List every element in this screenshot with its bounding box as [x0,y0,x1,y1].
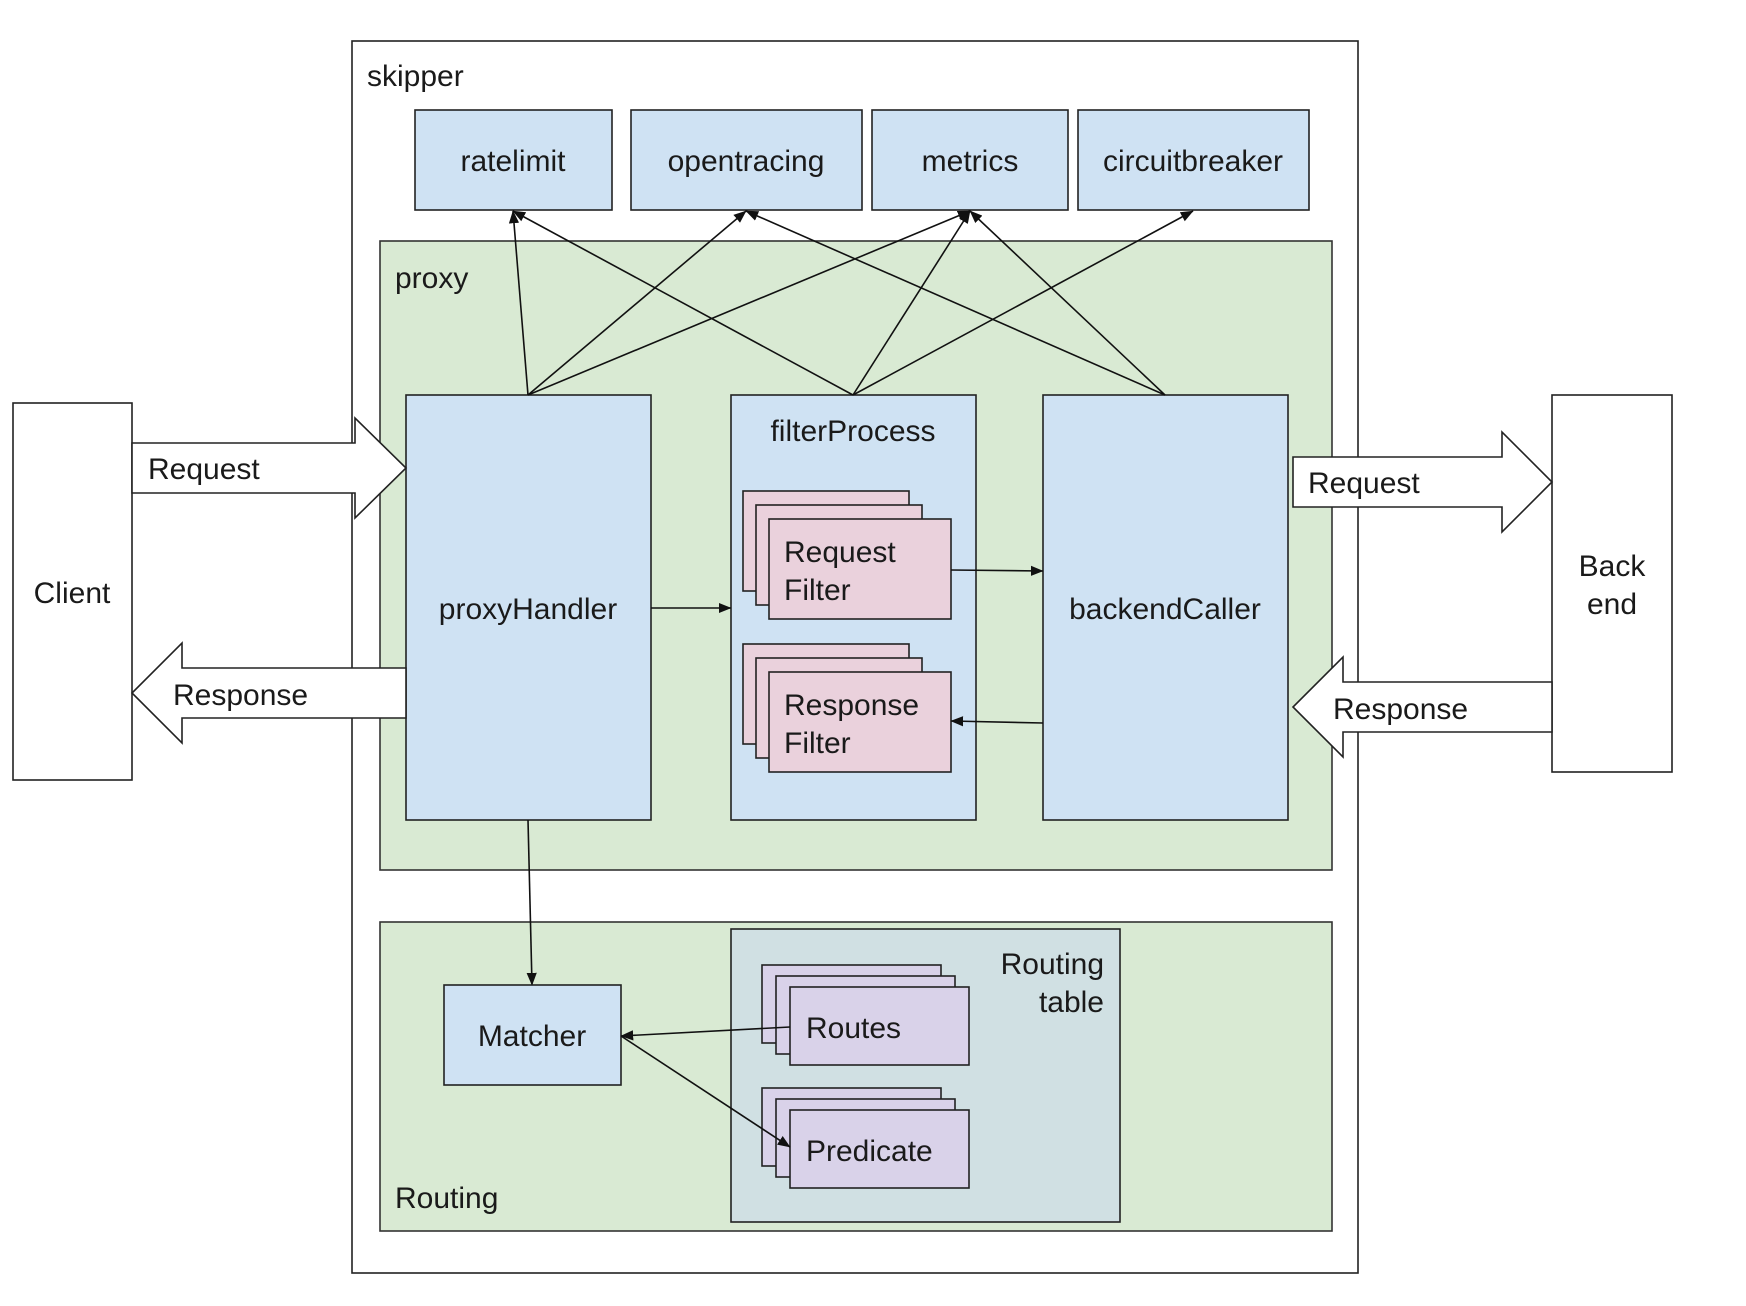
client-request-arrow: Request [131,416,408,520]
metrics-label: metrics [922,145,1019,178]
client-label: Client [34,577,111,610]
circuitbreaker-label: circuitbreaker [1103,145,1283,178]
matcher-box: Matcher [443,984,622,1086]
edge-handler-ratelimit [508,210,529,396]
predicate-label: Predicate [806,1135,933,1168]
edge-filter-circuitbreaker [852,210,1194,396]
metrics-box: metrics [871,109,1069,211]
ratelimit-box: ratelimit [414,109,613,211]
edge-requestfilter-caller [950,565,1044,576]
backend-box: Back end [1551,394,1673,773]
backend-request-label: Request [1308,467,1420,500]
circuitbreaker-box: circuitbreaker [1077,109,1310,211]
request-filter-label-1: Request [784,536,896,569]
backend-label-1: Back [1579,550,1647,583]
routing-label: Routing [395,1182,498,1215]
matcher-label: Matcher [478,1020,586,1053]
client-request-label: Request [148,453,260,486]
routes-stack: Routes [761,964,970,1066]
backend-response-label: Response [1333,693,1468,726]
edge-handler-opentracing [527,210,747,396]
filter-process-label: filterProcess [770,415,935,448]
client-response-arrow: Response [130,641,407,745]
routes-label: Routes [806,1012,901,1045]
edge-handler-matcher [526,819,537,986]
routing-table-label-1: Routing [1001,948,1104,981]
opentracing-label: opentracing [668,145,825,178]
response-filter-stack: Response Filter [742,643,952,773]
backend-label-2: end [1587,588,1637,621]
predicate-front [789,1109,970,1189]
request-filter-label-2: Filter [784,574,851,607]
response-filter-front [768,671,952,773]
skipper-label: skipper [367,60,464,93]
proxy-label: proxy [395,262,468,295]
backend-caller-box: backendCaller [1042,394,1289,821]
ratelimit-label: ratelimit [460,145,566,178]
backend-response-arrow: Response [1291,655,1553,759]
opentracing-box: opentracing [630,109,863,211]
request-filter-stack: Request Filter [742,490,952,620]
edge-handler-metrics [527,210,971,396]
client-box: Client [12,402,133,781]
client-response-label: Response [173,679,308,712]
predicate-stack: Predicate [761,1087,970,1189]
edge-caller-responsefilter [950,716,1044,727]
edge-filter-metrics [852,210,971,396]
edge-matcher-predicate [620,1035,791,1148]
routing-table-label-2: table [1039,986,1104,1019]
response-filter-label-1: Response [784,689,919,722]
backend-caller-label: backendCaller [1069,593,1261,626]
edge-filter-ratelimit [512,210,854,396]
routes-front [789,986,970,1066]
edge-caller-opentracing [745,210,1166,396]
proxy-handler-box: proxyHandler [405,394,652,821]
backend-request-arrow: Request [1292,430,1554,534]
edge-routes-matcher [620,1026,791,1041]
request-filter-front [768,518,952,620]
proxy-handler-label: proxyHandler [439,593,617,626]
response-filter-label-2: Filter [784,727,851,760]
edge-caller-metrics [969,210,1166,396]
